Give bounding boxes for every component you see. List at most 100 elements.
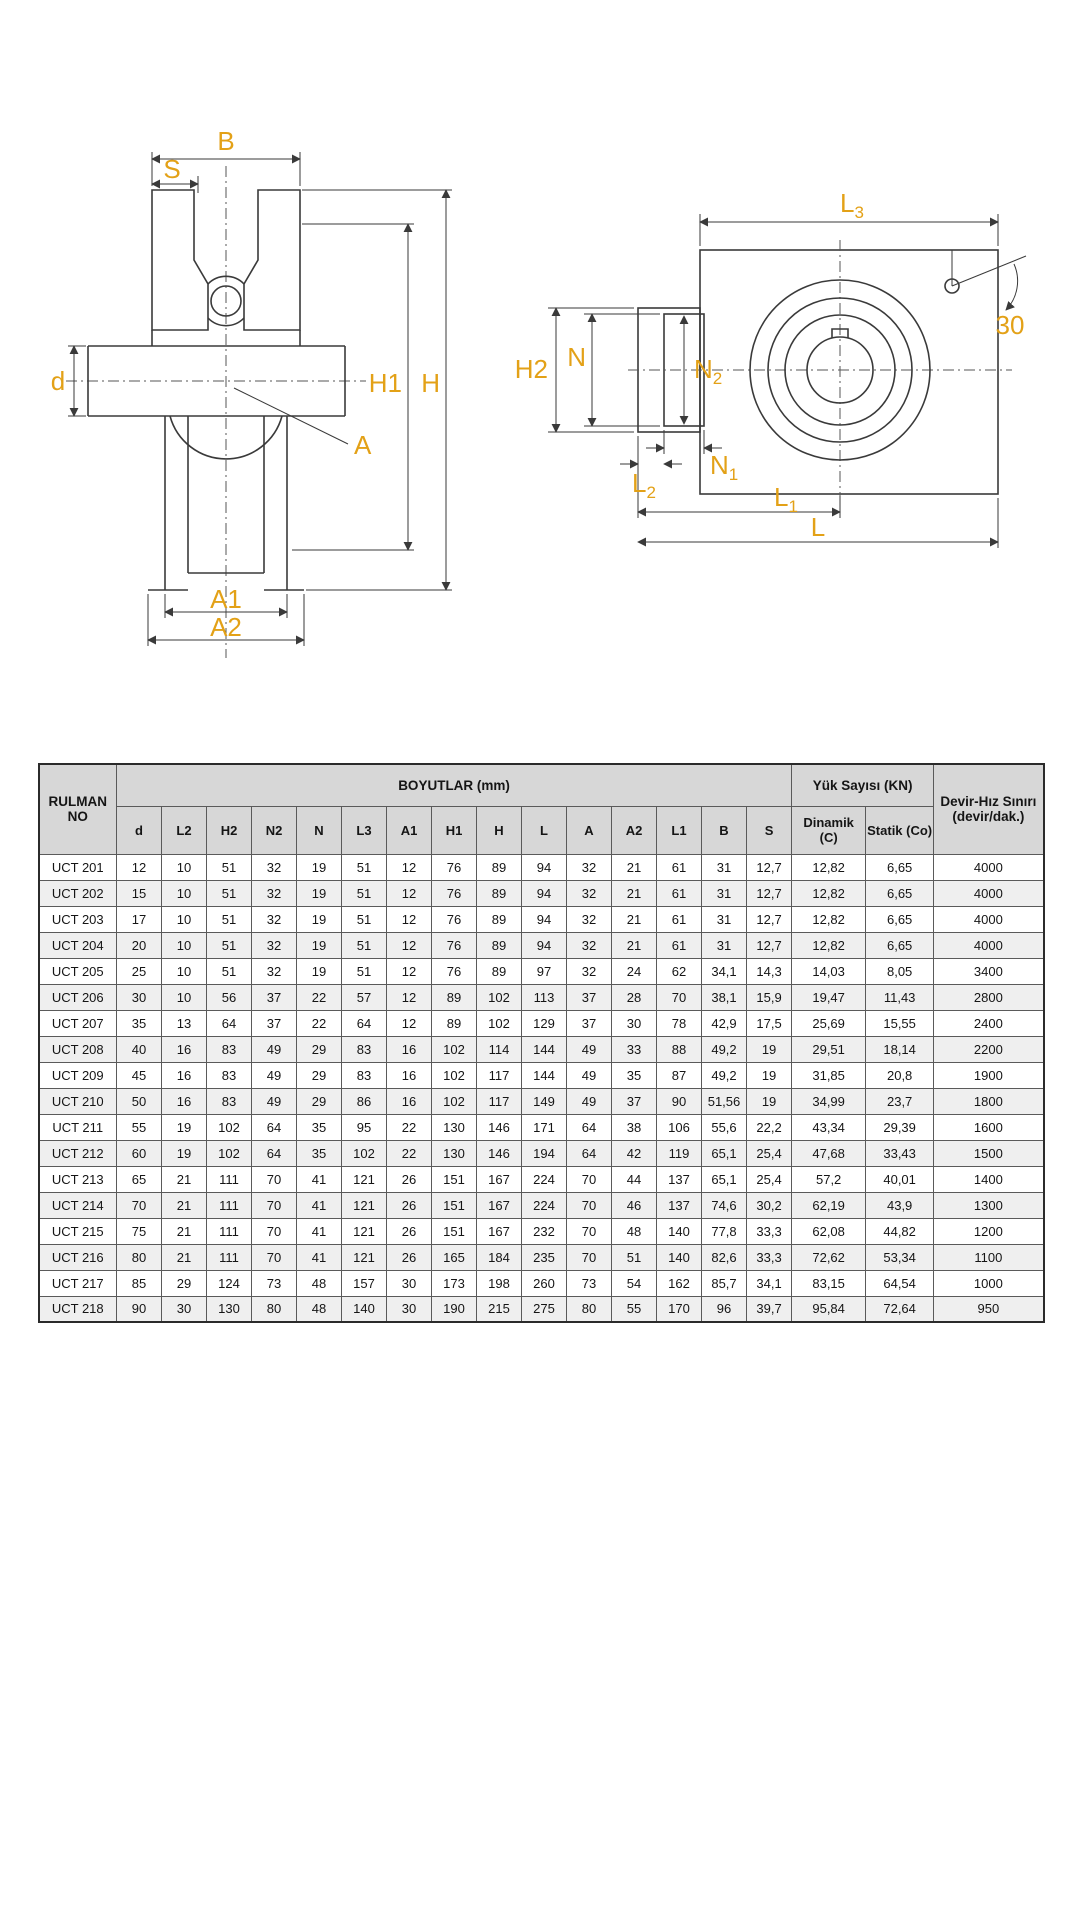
value-cell: 113	[521, 983, 567, 1011]
value-cell: 117	[476, 1061, 522, 1089]
value-cell: 70	[116, 1191, 162, 1219]
value-cell: 83	[341, 1035, 387, 1063]
dim-label-N2: N2	[694, 354, 722, 388]
dim-column-header-h1: H1	[431, 805, 477, 855]
dim-column-header-a: A	[566, 805, 612, 855]
outer-ring-circle	[767, 297, 913, 443]
value-cell: 1500	[933, 1139, 1045, 1167]
value-cell: 25,69	[791, 1009, 867, 1037]
value-cell: 33,3	[745, 1217, 793, 1245]
bearing-no-cell: UCT 214	[38, 1191, 117, 1219]
value-cell: 70	[251, 1165, 297, 1193]
value-cell: 30	[611, 1009, 657, 1037]
value-cell: 275	[521, 1295, 567, 1323]
value-cell: 232	[521, 1217, 567, 1245]
dim-label-L1: L1	[774, 482, 798, 516]
dim-label-S: S	[163, 154, 180, 184]
value-cell: 111	[206, 1165, 252, 1193]
value-cell: 49	[251, 1087, 297, 1115]
value-cell: 32	[251, 905, 297, 933]
value-cell: 1600	[933, 1113, 1045, 1141]
value-cell: 121	[341, 1191, 387, 1219]
value-cell: 37	[566, 983, 612, 1011]
bearing-no-cell: UCT 207	[38, 1009, 117, 1037]
keyway	[831, 328, 849, 338]
value-cell: 114	[476, 1035, 522, 1063]
dim-label-A2: A2	[210, 612, 242, 642]
value-cell: 151	[431, 1165, 477, 1193]
value-cell: 4000	[933, 931, 1045, 959]
value-cell: 24	[611, 957, 657, 985]
value-cell: 32	[251, 853, 297, 881]
value-cell: 16	[161, 1087, 207, 1115]
bearing-no-cell: UCT 201	[38, 853, 117, 881]
value-cell: 29	[296, 1087, 342, 1115]
rulman-no-header: RULMAN NO	[38, 763, 117, 855]
value-cell: 94	[521, 905, 567, 933]
value-cell: 49	[251, 1061, 297, 1089]
value-cell: 1300	[933, 1191, 1045, 1219]
value-cell: 14,03	[791, 957, 867, 985]
value-cell: 6,65	[865, 905, 935, 933]
value-cell: 157	[341, 1269, 387, 1297]
value-cell: 37	[566, 1009, 612, 1037]
value-cell: 57,2	[791, 1165, 867, 1193]
value-cell: 124	[206, 1269, 252, 1297]
value-cell: 12,82	[791, 905, 867, 933]
value-cell: 97	[521, 957, 567, 985]
value-cell: 16	[161, 1035, 207, 1063]
value-cell: 29	[296, 1061, 342, 1089]
value-cell: 22,2	[745, 1113, 793, 1141]
value-cell: 106	[656, 1113, 702, 1141]
value-cell: 43,9	[865, 1191, 935, 1219]
value-cell: 51	[341, 905, 387, 933]
value-cell: 86	[341, 1087, 387, 1115]
value-cell: 28	[611, 983, 657, 1011]
value-cell: 6,65	[865, 931, 935, 959]
value-cell: 26	[386, 1243, 432, 1271]
dim-column-header-a1: A1	[386, 805, 432, 855]
value-cell: 46	[611, 1191, 657, 1219]
value-cell: 30,2	[745, 1191, 793, 1219]
value-cell: 89	[476, 879, 522, 907]
value-cell: 32	[566, 957, 612, 985]
value-cell: 121	[341, 1165, 387, 1193]
value-cell: 119	[656, 1139, 702, 1167]
value-cell: 70	[251, 1243, 297, 1271]
value-cell: 167	[476, 1217, 522, 1245]
bearing-no-cell: UCT 215	[38, 1217, 117, 1245]
value-cell: 2400	[933, 1009, 1045, 1037]
value-cell: 15	[116, 879, 162, 907]
value-cell: 31	[701, 931, 747, 959]
value-cell: 85	[116, 1269, 162, 1297]
value-cell: 51	[611, 1243, 657, 1271]
value-cell: 49	[566, 1087, 612, 1115]
value-cell: 62	[656, 957, 702, 985]
value-cell: 49,2	[701, 1061, 747, 1089]
value-cell: 26	[386, 1165, 432, 1193]
value-cell: 34,1	[701, 957, 747, 985]
value-cell: 12,7	[745, 905, 793, 933]
value-cell: 64	[566, 1139, 612, 1167]
value-cell: 41	[296, 1165, 342, 1193]
slide-arm	[637, 307, 701, 433]
value-cell: 51,56	[701, 1087, 747, 1115]
value-cell: 22	[296, 983, 342, 1011]
value-cell: 144	[521, 1035, 567, 1063]
value-cell: 29	[296, 1035, 342, 1063]
value-cell: 40	[116, 1035, 162, 1063]
value-cell: 70	[566, 1191, 612, 1219]
value-cell: 140	[341, 1295, 387, 1323]
value-cell: 49	[566, 1061, 612, 1089]
value-cell: 31	[701, 853, 747, 881]
value-cell: 130	[431, 1113, 477, 1141]
value-cell: 198	[476, 1269, 522, 1297]
value-cell: 215	[476, 1295, 522, 1323]
value-cell: 73	[251, 1269, 297, 1297]
